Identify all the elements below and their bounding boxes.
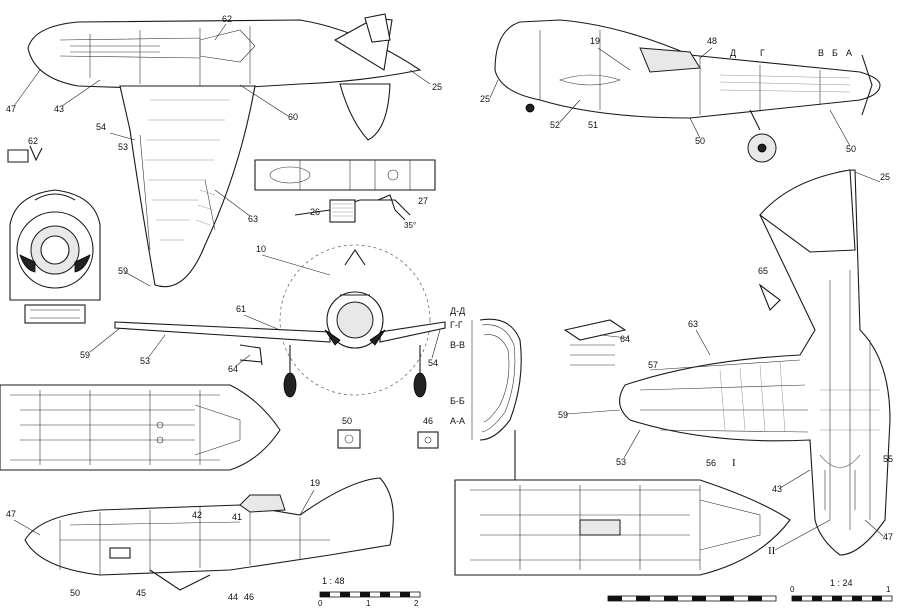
callout-25-plan: 25 xyxy=(880,172,890,182)
section-mark-g: Г xyxy=(760,48,765,58)
callout-50-side-right: 50 xyxy=(846,144,856,154)
callout-65: 65 xyxy=(758,266,768,276)
callout-61: 61 xyxy=(236,304,246,314)
side-view-bottom-left xyxy=(24,477,394,591)
scale-strip-center xyxy=(607,595,777,602)
front-view-nose xyxy=(9,189,101,324)
scale-left-tick-2: 2 xyxy=(414,599,419,608)
scale-right-tick-1: 1 xyxy=(886,585,891,594)
callout-47-plan: 47 xyxy=(883,532,893,542)
callout-54-front: 54 xyxy=(428,358,438,368)
callout-53: 53 xyxy=(118,142,128,152)
leader-lines xyxy=(13,23,884,551)
section-bb: Б-Б xyxy=(450,396,465,406)
section-markers-front: Д-Д Г-Г В-В Б-Б А-А xyxy=(450,306,465,426)
callout-59: 59 xyxy=(118,266,128,276)
wing-panel-detail xyxy=(254,159,436,223)
nose-plan-view xyxy=(0,384,281,471)
callout-43: 43 xyxy=(54,104,64,114)
callout-angle-35: 35° xyxy=(404,221,416,230)
scale-left-label: 1 : 48 xyxy=(322,576,345,586)
callout-46-detail: 46 xyxy=(423,416,433,426)
front-view-aircraft xyxy=(114,244,446,398)
callout-48: 48 xyxy=(707,36,717,46)
callout-57: 57 xyxy=(648,360,658,370)
callout-50-detail: 50 xyxy=(342,416,352,426)
roman-numeral-one: I xyxy=(732,457,736,469)
callout-25: 25 xyxy=(432,82,442,92)
section-aa: А-А xyxy=(450,416,465,426)
callout-52: 52 xyxy=(550,120,560,130)
callout-51: 51 xyxy=(588,120,598,130)
callout-62-detail: 62 xyxy=(28,136,38,146)
callout-59-plan: 59 xyxy=(558,410,568,420)
plan-view-top-left xyxy=(7,13,422,288)
callout-53-plan: 53 xyxy=(616,457,626,467)
callout-46-bottom: 46 xyxy=(244,592,254,602)
callout-50-side: 50 xyxy=(695,136,705,146)
side-view-top-right xyxy=(494,19,881,163)
nose-side-view-right xyxy=(454,430,791,576)
scale-bar-left: 1 : 48 0 1 2 xyxy=(318,576,421,608)
scale-bar-right: 1 : 24 0 1 xyxy=(790,578,893,602)
section-mark-a: А xyxy=(846,48,852,58)
callout-26: 26 xyxy=(310,207,320,217)
section-dd: Д-Д xyxy=(450,306,465,316)
callout-63: 63 xyxy=(248,214,258,224)
callout-19-bottom: 19 xyxy=(310,478,320,488)
scale-left-tick-1: 1 xyxy=(366,599,371,608)
callout-50-bottom: 50 xyxy=(70,588,80,598)
callout-44: 44 xyxy=(228,592,238,602)
callout-labels: 62 25 47 43 60 54 53 62 63 59 26 27 35° … xyxy=(6,14,893,602)
callout-64: 64 xyxy=(228,364,238,374)
roman-numeral-two: II xyxy=(768,545,776,557)
callout-19-side: 19 xyxy=(590,36,600,46)
callout-55: 55 xyxy=(883,454,893,464)
section-gg: Г-Г xyxy=(450,320,463,330)
callout-27: 27 xyxy=(418,196,428,206)
callout-56: 56 xyxy=(706,458,716,468)
section-vv: В-В xyxy=(450,340,465,350)
callout-64-plan: 64 xyxy=(620,334,630,344)
callout-42: 42 xyxy=(192,510,202,520)
scale-right-tick-0: 0 xyxy=(790,585,795,594)
callout-54: 54 xyxy=(96,122,106,132)
plan-view-right xyxy=(563,169,891,556)
callout-43-plan: 43 xyxy=(772,484,782,494)
scale-right-label: 1 : 24 xyxy=(830,578,853,588)
callout-45: 45 xyxy=(136,588,146,598)
section-markers-side: Д Г В Б А xyxy=(730,48,852,58)
callout-47-bottom: 47 xyxy=(6,509,16,519)
callout-10: 10 xyxy=(256,244,266,254)
callout-63-plan: 63 xyxy=(688,319,698,329)
callout-59-front: 59 xyxy=(80,350,90,360)
section-mark-b: Б xyxy=(832,48,838,58)
scale-left-tick-0: 0 xyxy=(318,599,323,608)
section-mark-d: Д xyxy=(730,48,736,58)
section-mark-v: В xyxy=(818,48,824,58)
callout-60: 60 xyxy=(288,112,298,122)
callout-25-side: 25 xyxy=(480,94,490,104)
small-detail-50-46 xyxy=(337,429,439,449)
callout-47: 47 xyxy=(6,104,16,114)
cross-section-stack xyxy=(471,318,522,441)
callout-53-front: 53 xyxy=(140,356,150,366)
callout-62: 62 xyxy=(222,14,232,24)
callout-41: 41 xyxy=(232,512,242,522)
